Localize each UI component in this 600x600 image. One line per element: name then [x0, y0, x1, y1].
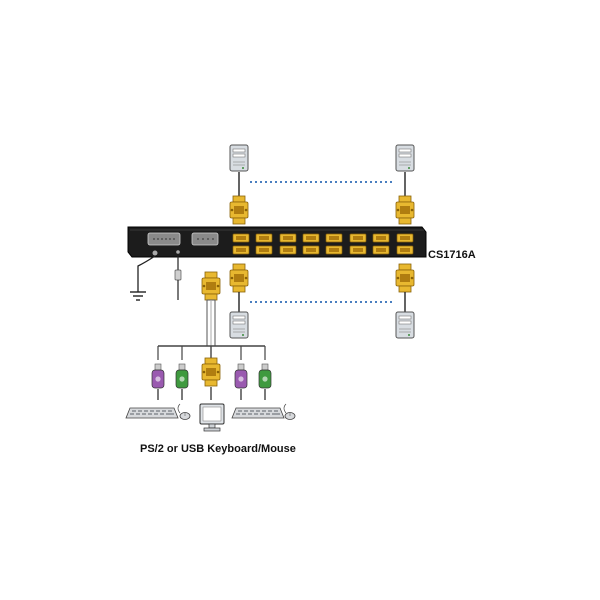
- ground-connection: [130, 255, 156, 301]
- console-caption: PS/2 or USB Keyboard/Mouse: [140, 443, 296, 455]
- kvm-switch: [127, 226, 427, 258]
- vga-kvm-connector-icon: [395, 195, 415, 225]
- keyboard-icon: [231, 407, 285, 419]
- console-plugs: [151, 357, 272, 400]
- ground-icon: [130, 291, 146, 301]
- mouse-icon: [179, 412, 191, 420]
- computer-tower-icon: [395, 144, 415, 172]
- ground-screw: [176, 250, 180, 254]
- vga-kvm-connector-icon: [229, 263, 249, 293]
- computer-tower-icon: [395, 311, 415, 339]
- ps2-plug-icon: [151, 363, 165, 389]
- vga-kvm-connector-icon: [201, 271, 221, 301]
- monitor-icon: [199, 403, 225, 432]
- ps2-plug-icon: [175, 363, 189, 389]
- vga-kvm-connector-icon: [201, 357, 221, 387]
- ps2-plug-icon: [234, 363, 248, 389]
- ps2-plug-icon: [258, 363, 272, 389]
- mouse-icon: [284, 412, 296, 420]
- top-computer-group: [229, 144, 415, 225]
- vga-kvm-connector-icon: [229, 195, 249, 225]
- computer-tower-icon: [229, 311, 249, 339]
- bottom-computer-group: [229, 263, 415, 339]
- power-plug-icon: [174, 269, 182, 281]
- console-peripherals: [125, 403, 296, 432]
- console-port: [147, 232, 181, 246]
- power-cord: [174, 256, 182, 300]
- console-port: [191, 232, 219, 246]
- vga-kvm-connector-icon: [395, 263, 415, 293]
- device-model-label: CS1716A: [428, 249, 476, 261]
- computer-tower-icon: [229, 144, 249, 172]
- keyboard-icon: [125, 407, 179, 419]
- console-cable: [157, 271, 266, 360]
- power-jack: [152, 250, 158, 256]
